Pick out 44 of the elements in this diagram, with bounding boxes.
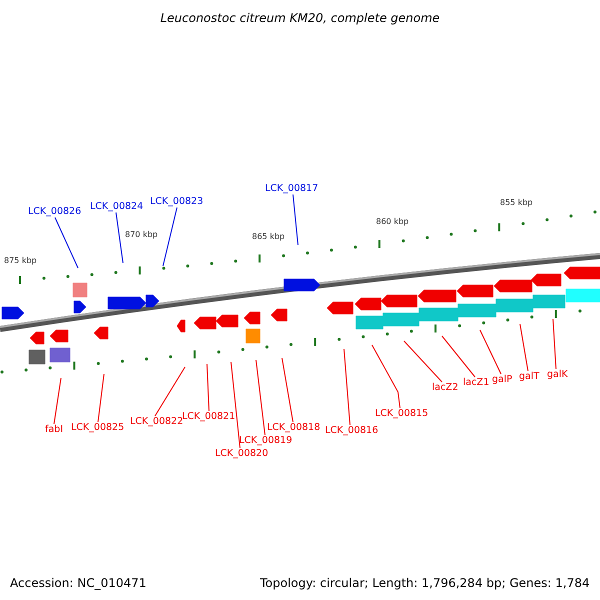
- gene-label: LCK_00826: [28, 207, 82, 216]
- gene-label: LCK_00819: [239, 436, 292, 446]
- leader-line: [520, 324, 528, 372]
- gene-label: fabI: [45, 425, 63, 434]
- accession-text: Accession: NC_010471: [10, 577, 146, 589]
- leader-line: [98, 374, 104, 422]
- leader-line: [54, 378, 62, 424]
- genome-info-text: Topology: circular; Length: 1,796,284 bp; Genes: 1,784: [260, 577, 590, 589]
- leader-line: [116, 212, 124, 264]
- scale-label: 865 kbp: [252, 233, 285, 241]
- leader-line: [404, 340, 442, 382]
- title: Leuconostoc citreum KM20, complete genome: [160, 12, 440, 24]
- leader-line: [480, 330, 502, 374]
- scale-label: 875 kbp: [4, 257, 37, 265]
- gene-label: lacZ1: [463, 378, 490, 388]
- leader-line: [552, 318, 556, 370]
- gene-label: LCK_00825: [71, 423, 124, 432]
- leader-line: [292, 194, 298, 246]
- gene-label: galP: [492, 375, 512, 384]
- scale-label: 860 kbp: [376, 218, 409, 226]
- leader-line: [54, 217, 78, 268]
- leader-line: [372, 344, 400, 408]
- gene-label: LCK_00817: [265, 184, 318, 194]
- leader-line: [154, 366, 186, 416]
- gene-label: LCK_00824: [90, 202, 144, 212]
- leader-line: [282, 358, 294, 422]
- leader-line: [162, 207, 178, 266]
- scale-label: 855 kbp: [500, 199, 533, 207]
- gene-label: LCK_00818: [267, 423, 320, 432]
- gene-label: LCK_00822: [130, 417, 184, 426]
- leader-line: [206, 364, 210, 412]
- gene-label: galT: [519, 372, 540, 382]
- gene-label: lacZ2: [432, 383, 458, 392]
- gene-label: LCK_00820: [215, 449, 268, 458]
- leader-line: [256, 360, 266, 436]
- gene-label: LCK_00816: [325, 426, 378, 436]
- scale-label: 870 kbp: [125, 231, 158, 239]
- leader-line: [230, 362, 240, 448]
- leader-line: [344, 348, 350, 426]
- leader-line: [442, 336, 476, 378]
- gene-label: LCK_00823: [150, 197, 204, 206]
- gene-label: LCK_00821: [182, 412, 236, 422]
- gene-label: LCK_00815: [375, 409, 428, 418]
- gene-label: galK: [547, 370, 568, 380]
